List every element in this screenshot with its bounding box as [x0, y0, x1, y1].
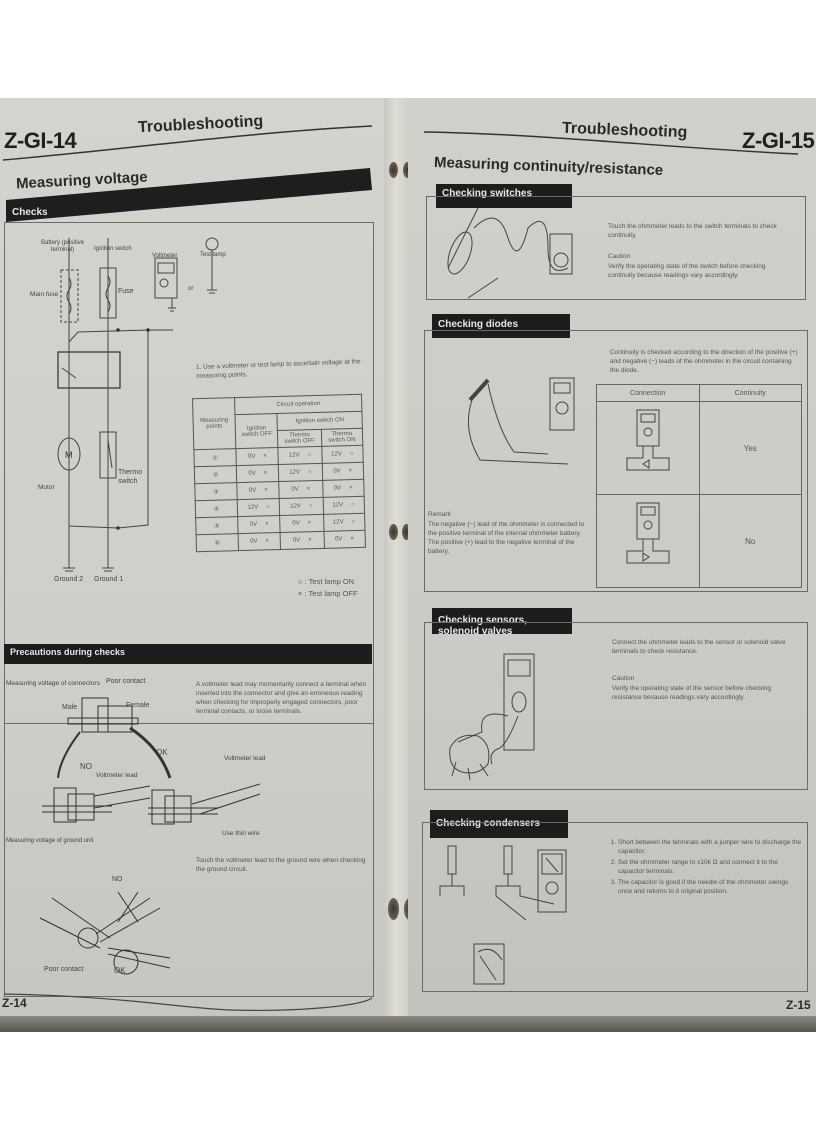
condenser-step: The capacitor is good if the needle of t…: [618, 878, 804, 896]
fuse-label: Fuse: [118, 288, 134, 295]
connection-reverse: [596, 494, 700, 588]
switches-caution-title: Caution: [608, 253, 631, 260]
or-label: or: [188, 286, 194, 292]
sensor-illustration: [449, 653, 535, 781]
test-lamp-label: Test lamp: [200, 252, 226, 258]
binder-hole: [389, 524, 398, 540]
ground2-label: Ground 2: [54, 576, 84, 583]
page-code: Z-GI-14: [4, 128, 77, 153]
ground-text: Touch the voltmeter lead to the ground w…: [196, 857, 366, 873]
ground-caption: Measuring voltage of ground unit: [6, 838, 94, 844]
ohmmeter-diode-forward-icon: [626, 409, 670, 471]
checks-bar-shape: [6, 168, 372, 222]
ground1-label: Ground 1: [94, 576, 124, 583]
voltmeter-lead-label-1: Voltmeter lead: [96, 772, 138, 779]
sensors-caution-title: Caution: [612, 675, 635, 682]
switches-text: Touch the ohmmeter leads to the switch t…: [608, 223, 777, 239]
th-ignition-off: Ignition switch OFF: [235, 413, 279, 449]
continuity-yes: Yes: [698, 401, 802, 495]
condenser-illustration: [439, 845, 567, 985]
left-bottom-rule: [3, 993, 373, 1011]
connectors-caption: Measuring voltage of connectors: [6, 680, 100, 687]
legend: ○ : Test lamp ON × : Test lamp OFF: [298, 576, 358, 600]
male-label: Male: [62, 704, 78, 711]
right-page: Troubleshooting Z-GI-15 Measuring contin…: [408, 98, 816, 1032]
battery-label: Battery (positive terminal): [40, 240, 85, 253]
ground-no-label: NO: [112, 876, 123, 883]
precautions-bar: Precautions during checks: [4, 644, 372, 664]
binder-hole: [402, 524, 411, 540]
manual-photo: Z-GI-14 Troubleshooting Measuring voltag…: [0, 98, 816, 1032]
ignition-switch-label: Ignition switch: [94, 246, 132, 252]
sensors-bar: Checking sensors, solenoid valves: [432, 608, 572, 637]
diodes-remark-title: Remark: [428, 511, 451, 518]
condensers-frame: [422, 822, 808, 992]
condenser-step: Short between the terminals with a jumpe…: [618, 838, 804, 856]
left-page: Z-GI-14 Troubleshooting Measuring voltag…: [0, 98, 390, 1032]
thermo-switch-label: Thermo switch: [118, 469, 143, 485]
th-thermo-off: Thermo switch OFF: [277, 429, 322, 448]
binder-hole: [403, 162, 412, 178]
checks-bar: Checks: [12, 207, 48, 218]
diodes-bar: Checking diodes: [432, 314, 570, 338]
binder-hole: [388, 898, 399, 920]
condensers-bar: Checking condensers: [430, 810, 568, 838]
diode-illustration: [467, 377, 575, 465]
page-code: Z-GI-15: [742, 128, 815, 153]
diodes-frame: [424, 330, 808, 592]
table-row: Yes: [596, 401, 802, 495]
circuit-diagram: M: [57, 237, 219, 572]
ok-label: OK: [156, 748, 168, 757]
diodes-text: Continuity is checked according to the d…: [610, 349, 798, 374]
table-row: No: [596, 494, 802, 588]
th-thermo-on: Thermo switch ON: [320, 428, 363, 447]
sensors-frame: [424, 622, 808, 790]
sensors-caution-text: Verify the operating state of the sensor…: [612, 685, 771, 701]
switches-frame: [426, 196, 806, 300]
th-measuring-points: Measuring points: [192, 397, 237, 450]
diodes-remark-text: The negative (−) lead of the ohmmeter is…: [428, 521, 585, 555]
connectors-text: A voltmeter lead may momentarily connect…: [196, 681, 367, 715]
ohmmeter-diode-reverse-icon: [626, 502, 670, 564]
header-rule: [2, 125, 373, 161]
th-connection: Connection: [596, 384, 700, 402]
page-bottom-shadow: [0, 1016, 816, 1032]
condenser-step: Set the ohmmeter range to x10k Ω and con…: [618, 858, 804, 876]
sensors-text: Connect the ohmmeter leads to the sensor…: [612, 639, 786, 655]
header-rule: [423, 131, 799, 155]
legend-off: × : Test lamp OFF: [298, 589, 358, 598]
motor-symbol: M: [65, 450, 73, 460]
page-number: Z-15: [786, 998, 811, 1012]
connector-illustration: [42, 697, 261, 825]
ground-poor-contact-label: Poor contact: [44, 966, 84, 973]
continuity-no: No: [698, 494, 802, 588]
female-label: Female: [126, 702, 150, 709]
no-label: NO: [80, 762, 92, 771]
diode-table: Connection Continuity Yes: [596, 384, 802, 588]
page-number: Z-14: [2, 996, 27, 1010]
binder-hole: [389, 162, 398, 178]
th-continuity: Continuity: [698, 384, 802, 402]
main-fuse-label: Main fuse: [30, 291, 59, 298]
poor-contact-label: Poor contact: [106, 678, 146, 685]
switches-caution-text: Verify the operating state of the switch…: [608, 263, 766, 279]
voltage-table: Measuring points Circuit operation Ignit…: [192, 394, 366, 552]
connection-forward: [596, 401, 700, 495]
voltmeter-lead-label-2: Voltmeter lead: [224, 755, 266, 762]
legend-on: ○ : Test lamp ON: [298, 577, 355, 586]
use-thin-wire-label: Use thin wire: [222, 830, 260, 837]
checks-frame: [4, 222, 374, 724]
ground-ok-label: OK: [114, 966, 126, 975]
precautions-frame: [4, 664, 374, 997]
voltmeter-label: Voltmeter: [152, 253, 178, 259]
condenser-steps: Short between the terminals with a jumpe…: [608, 838, 804, 898]
ground-illustration: [39, 891, 171, 975]
motor-label: Motor: [38, 484, 55, 491]
switch-illustration: [447, 207, 573, 299]
